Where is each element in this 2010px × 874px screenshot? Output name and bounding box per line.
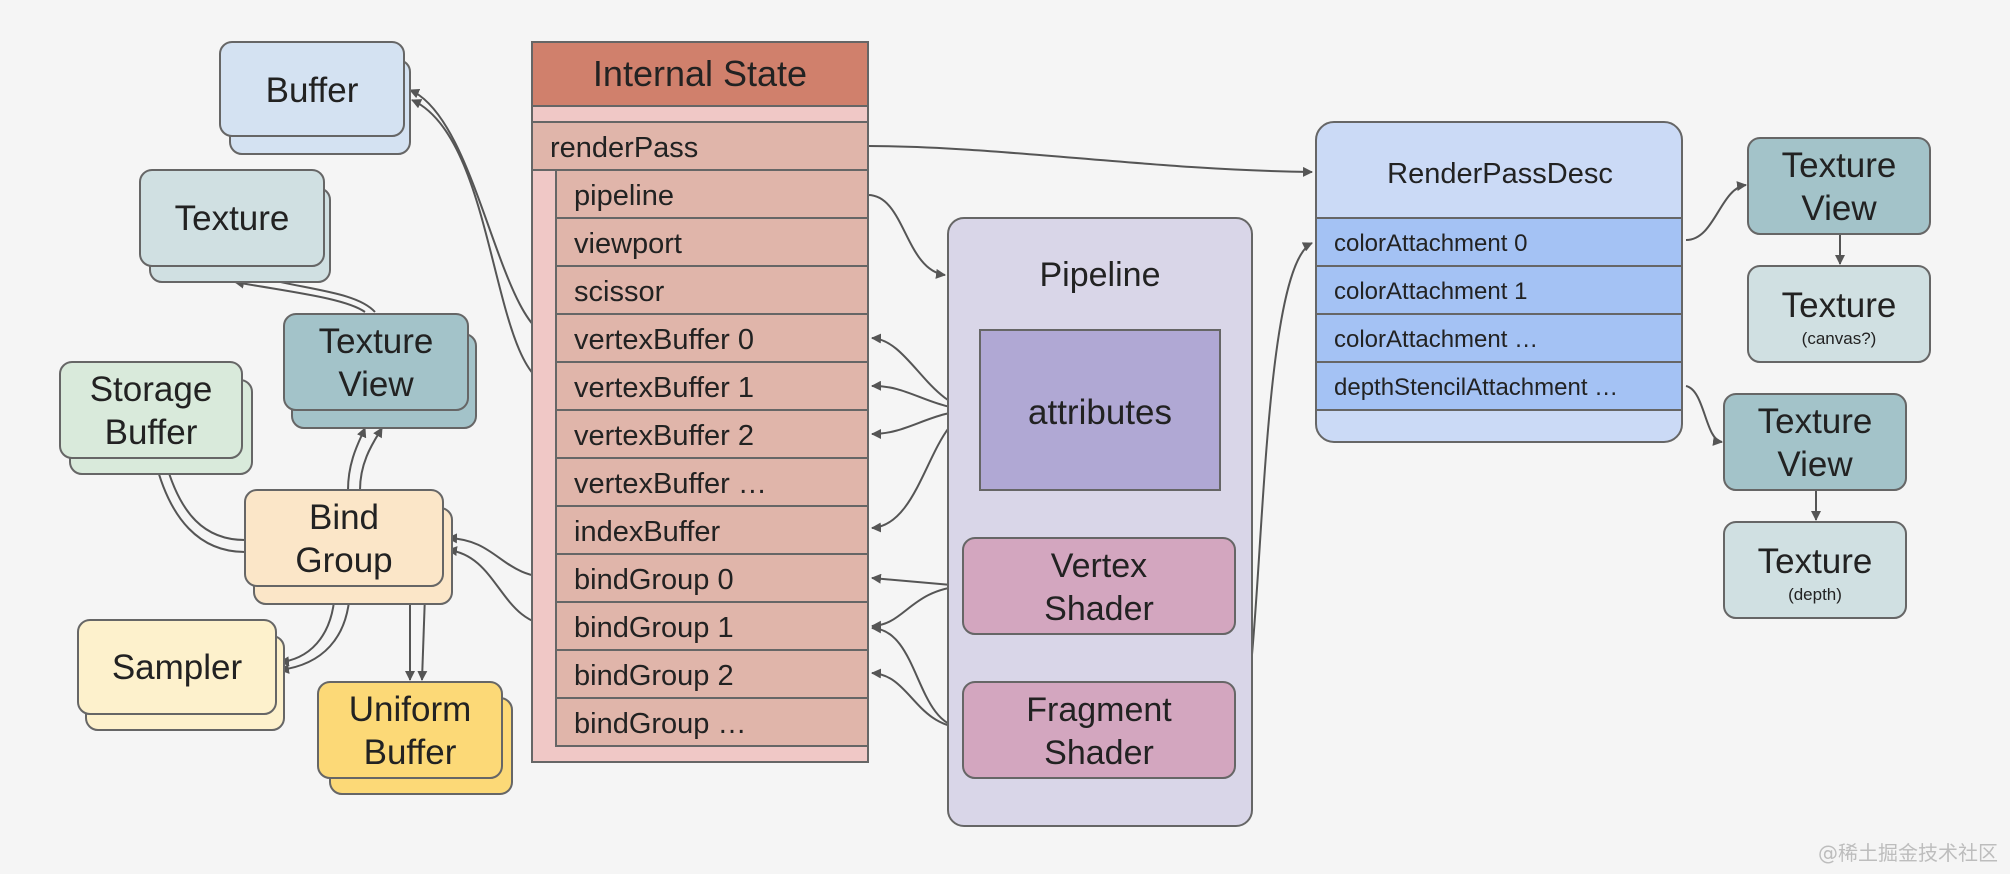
internal-state-text: Internal State renderPass pipeline viewp… [550,53,807,740]
state-row-indexbuffer: indexBuffer [574,516,721,548]
state-row-viewport: viewport [574,228,682,260]
texture-view-box [283,313,469,411]
state-row-bindgroup-2: bindGroup 2 [574,660,734,692]
color-attachment-1: colorAttachment 1 [1334,278,1527,305]
pipeline-text: Pipeline attributes Vertex Shader Fragme… [1026,256,1172,772]
depth-texture-view-label-line2: View [1777,445,1853,484]
depth-texture-note: (depth) [1788,585,1842,604]
vertex-shader-label-line2: Shader [1044,590,1154,628]
uniform-buffer-label-line2: Buffer [364,733,457,772]
canvas-texture-view-box [1747,137,1931,235]
uniform-buffer-box [317,681,503,779]
attachment-boxes [1723,137,1931,619]
watermark: @稀土掘金技术社区 [1818,841,1998,865]
buffer-label: Buffer [266,71,359,110]
state-row-scissor: scissor [574,276,665,308]
bind-group-box [244,489,444,587]
arrow-color0-to-canvas-texture-view [1685,181,1747,241]
internal-state-row-dividers [556,217,868,699]
internal-state-title: Internal State [593,53,807,94]
arrow-depth-to-depth-texture-view [1685,385,1723,446]
arrow-bind-group-to-texture-view [347,427,367,491]
arrow-renderpass-to-desc [867,145,1313,177]
state-row-bindgroup-0: bindGroup 0 [574,564,734,596]
sampler-label: Sampler [112,648,243,687]
render-pass-desc-block [1315,121,1683,443]
vertex-shader-label-line1: Vertex [1051,547,1147,585]
storage-buffer-label-line1: Storage [90,370,213,409]
fragment-shader-box [962,681,1236,779]
arrow-bind-group-to-uniform-buffer-2 [417,594,428,681]
fragment-shader-label-line1: Fragment [1026,691,1172,729]
depth-texture-view-box [1723,393,1907,491]
arrow-texture-view-to-texture-2 [234,278,366,313]
storage-buffer-label-line2: Buffer [105,413,198,452]
arrow-bind-group-to-storage-buffer [152,459,246,553]
pipeline-block [947,217,1253,827]
state-row-vertexbuffer-1: vertexBuffer 1 [574,372,754,404]
arrow-pipeline-row-to-pipeline [867,194,946,279]
vertex-shader-box [962,537,1236,635]
color-attachment-0: colorAttachment 0 [1334,230,1527,257]
resource-boxes [59,41,513,795]
state-row-bindgroup-more: bindGroup … [574,708,747,740]
depth-stencil-attachment: depthStencilAttachment … [1334,374,1618,401]
internal-state-renderpass-row [531,121,869,171]
internal-state-header [531,41,869,107]
fragment-shader-label-line2: Shader [1044,734,1154,772]
storage-buffer-box [59,361,243,459]
state-row-vertexbuffer-0: vertexBuffer 0 [574,324,754,356]
sampler-box [77,619,277,715]
uniform-buffer-label-line1: Uniform [349,690,472,729]
internal-state-renderpass: renderPass [550,132,698,164]
render-pass-desc-title: RenderPassDesc [1387,158,1613,190]
canvas-texture-box [1747,265,1931,363]
canvas-texture-label: Texture [1782,286,1897,325]
attachment-text: Texture View Texture (canvas?) Texture V… [1758,146,1897,604]
arrow-bind-group-to-storage-buffer-2 [162,459,246,541]
internal-state-block [531,41,869,763]
depth-texture-label: Texture [1758,542,1873,581]
canvas-texture-view-label-line2: View [1801,189,1877,228]
attributes-label: attributes [1028,393,1172,432]
texture-label: Texture [175,199,290,238]
color-attachment-more: colorAttachment … [1334,326,1538,353]
render-pass-desc-text: RenderPassDesc colorAttachment 0 colorAt… [1334,158,1618,401]
state-row-bindgroup-1: bindGroup 1 [574,612,734,644]
canvas-texture-note: (canvas?) [1802,329,1877,348]
bind-group-label-line2: Group [295,541,392,580]
depth-texture-view-label-line1: Texture [1758,402,1873,441]
texture-view-label-line1: Texture [319,322,434,361]
texture-view-label-line2: View [338,365,414,404]
bind-group-label-line1: Bind [309,498,379,537]
pipeline-title: Pipeline [1040,256,1161,294]
texture-box [139,169,325,267]
depth-texture-box [1723,521,1907,619]
state-row-vertexbuffer-more: vertexBuffer … [574,468,767,500]
buffer-box [219,41,405,137]
canvas-texture-view-label-line1: Texture [1782,146,1897,185]
resource-text: Buffer Texture Texture View Storage Buff… [90,71,472,772]
arrow-bind-group-to-texture-view-2 [359,427,383,491]
state-row-vertexbuffer-2: vertexBuffer 2 [574,420,754,452]
state-row-pipeline: pipeline [574,180,674,212]
attributes-box [979,329,1221,491]
